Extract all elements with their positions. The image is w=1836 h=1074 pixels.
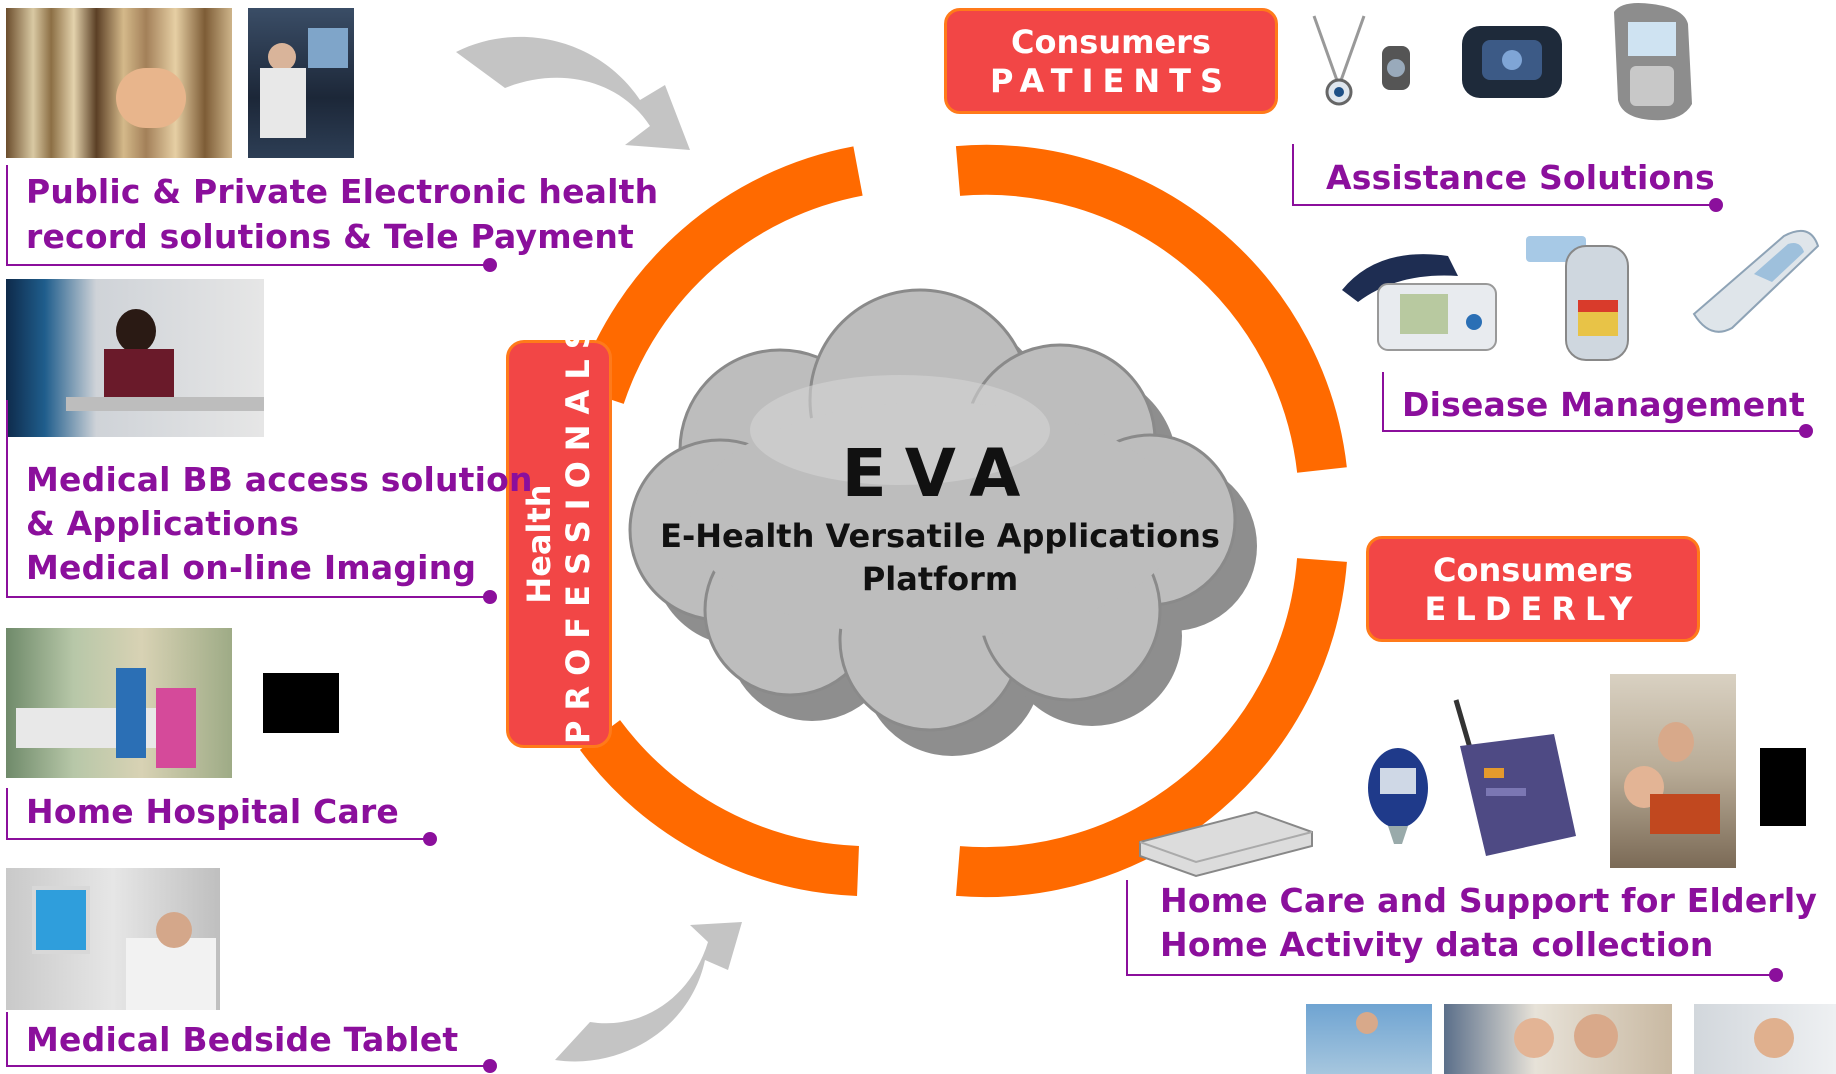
elderly-care-label-line1: Home Care and Support for Elderly [1160,881,1818,920]
ehr-label-line2: record solutions & Tele Payment [26,217,635,256]
elderly-badge-line2: ELDERLY [1424,590,1642,628]
elderly-care-label-line2: Home Activity data collection [1160,925,1714,964]
doctor-computer-photo [248,8,354,158]
ehr-label-line1: Public & Private Electronic health [26,172,659,211]
assistance-underline [1292,204,1716,206]
curved-arrow-icon [555,922,742,1062]
bedside-underline [6,1065,490,1067]
blood-pressure-monitor-photo [1338,236,1506,356]
active-elderly-photo-1 [1306,1004,1432,1074]
assistance-dot [1709,198,1723,212]
professionals-badge: Health PROFESSIONALS [506,316,612,748]
ehr-dot [483,258,497,272]
bedside-connector [6,1012,8,1066]
platform-subtitle-line1: E-Health Versatile Applications [660,517,1220,555]
placeholder-box [1760,748,1806,826]
placeholder-box [263,673,339,733]
active-elderly-photo-3 [1694,1004,1836,1074]
orange-ring [576,144,1347,898]
set-top-box-photo [1136,806,1316,880]
alarm-device-photo [1426,696,1590,860]
bedside-dot [483,1059,497,1073]
elderly-care-connector [1126,880,1128,976]
disease-underline [1382,430,1806,432]
elderly-badge-line1: Consumers [1433,551,1633,589]
assistance-label: Assistance Solutions [1326,158,1715,197]
platform-subtitle-line2: Platform [861,560,1019,598]
bedside-tablet-photo [6,868,220,1010]
small-meter-photo [1362,742,1434,846]
mobile-phone-photo [1602,0,1700,126]
glucose-meter-photo [1522,226,1652,366]
elderly-care-dot [1769,968,1783,982]
pendant-devices-photo [1304,6,1426,114]
professionals-badge-line2: PROFESSIONALS [559,316,597,744]
active-elderly-photo-2 [1444,1004,1672,1074]
elderly-care-underline [1126,974,1776,976]
cloud-icon [628,288,1257,756]
professionals-badge-line1: Health [520,484,558,604]
platform-title: EVA [841,435,1039,512]
patients-badge-line1: Consumers [1011,23,1211,61]
home-hospital-underline [6,838,430,840]
elderly-couple-photo [1610,674,1736,868]
disease-label: Disease Management [1402,385,1806,424]
assistance-connector [1292,144,1294,206]
professionals-badge-text: Health PROFESSIONALS [520,316,598,744]
wrist-device-photo [1454,6,1570,114]
ehr-underline [6,264,490,266]
elderly-badge: Consumers ELDERLY [1366,536,1700,642]
bb-label-line1: Medical BB access solution [26,460,533,499]
home-hospital-label: Home Hospital Care [26,792,399,831]
hospital-corridor-photo [6,628,232,778]
bb-connector [6,400,8,598]
office-worker-photo [6,279,264,437]
curved-arrow-icon [456,36,690,150]
glucometer-photo [1684,222,1824,334]
disease-dot [1799,424,1813,438]
home-hospital-dot [423,832,437,846]
home-hospital-connector [6,788,8,840]
disease-connector [1382,372,1384,432]
records-photo [6,8,232,158]
patients-badge-line2: PATIENTS [989,62,1233,100]
bb-underline [6,596,490,598]
ehr-connector [6,165,8,265]
bb-label-line3: Medical on-line Imaging [26,548,477,587]
bb-dot [483,590,497,604]
patients-badge: Consumers PATIENTS [944,8,1278,114]
bb-label-line2: & Applications [26,504,300,543]
bedside-label: Medical Bedside Tablet [26,1020,459,1059]
